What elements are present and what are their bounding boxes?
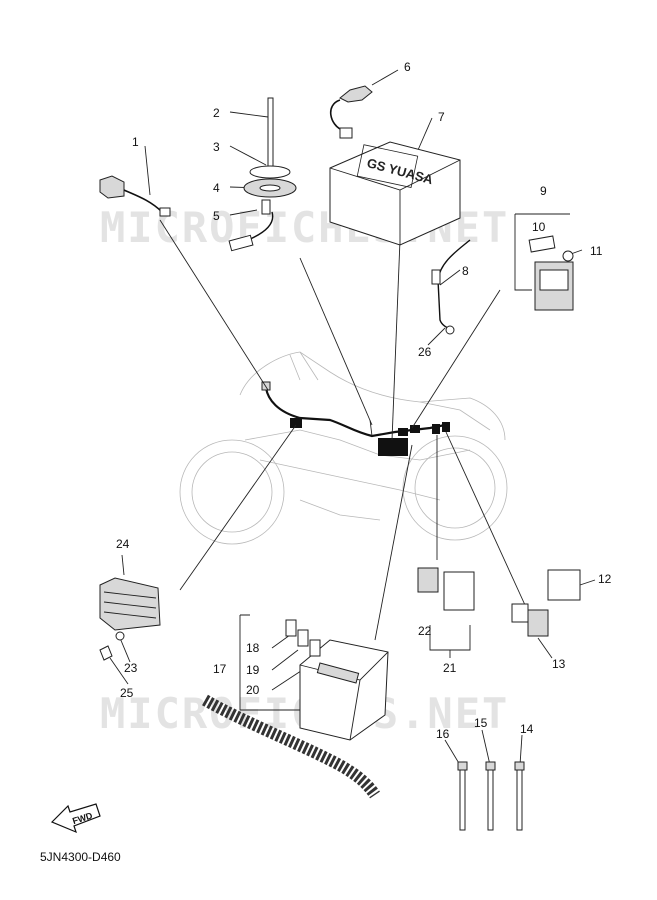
part-6-lead xyxy=(330,85,373,139)
callout-labels: 1 2 3 4 5 6 7 8 9 10 11 12 13 14 15 16 1… xyxy=(116,60,612,741)
callout-7: 7 xyxy=(438,110,445,124)
callout-3: 3 xyxy=(213,140,220,154)
part-12-relay xyxy=(547,569,581,601)
callout-18: 18 xyxy=(246,641,260,655)
callout-13: 13 xyxy=(552,657,566,671)
callout-24: 24 xyxy=(116,537,130,551)
part-9-starter-relay xyxy=(528,235,574,311)
callout-10: 10 xyxy=(532,220,546,234)
motorcycle-outline xyxy=(179,351,508,545)
callout-25: 25 xyxy=(120,686,134,700)
callout-12: 12 xyxy=(598,572,612,586)
callout-17: 17 xyxy=(213,662,227,676)
callout-1: 1 xyxy=(132,135,139,149)
callout-9: 9 xyxy=(540,184,547,198)
callout-22: 22 xyxy=(418,624,432,638)
callout-21: 21 xyxy=(443,661,457,675)
callout-20: 20 xyxy=(246,683,260,697)
callout-15: 15 xyxy=(474,716,488,730)
callout-23: 23 xyxy=(124,661,138,675)
part-17-fuse-box xyxy=(202,619,389,799)
part-7-battery: GS YUASA xyxy=(329,141,461,246)
part-13-connectors xyxy=(511,603,549,637)
part-1-sensor-lead xyxy=(99,175,171,217)
callout-19: 19 xyxy=(246,663,260,677)
part-24-rectifier xyxy=(99,577,161,661)
fwd-arrow-icon: FWD xyxy=(50,803,101,834)
bracket-21 xyxy=(429,625,471,658)
part-2-fuel-sender xyxy=(228,97,297,252)
callout-6: 6 xyxy=(404,60,411,74)
callout-4: 4 xyxy=(213,181,220,195)
callout-16: 16 xyxy=(436,727,450,741)
part-21-relay-unit xyxy=(417,567,475,611)
bracket-9 xyxy=(514,213,570,291)
callout-8: 8 xyxy=(462,264,469,278)
callout-5: 5 xyxy=(213,209,220,223)
callout-26: 26 xyxy=(418,345,432,359)
diagram-code: 5JN4300-D460 xyxy=(40,850,121,864)
cable-ties xyxy=(457,761,525,831)
callout-11: 11 xyxy=(590,244,603,258)
wire-harness xyxy=(261,381,450,456)
part-8-ground-lead xyxy=(431,239,471,335)
callout-2: 2 xyxy=(213,106,220,120)
bracket-17 xyxy=(239,614,300,711)
callout-14: 14 xyxy=(520,722,534,736)
